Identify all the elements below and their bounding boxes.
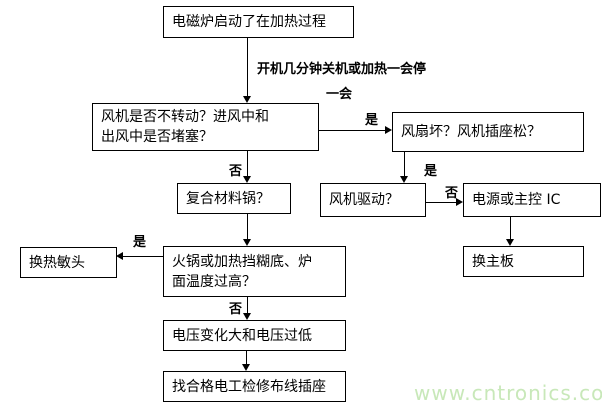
node-start-label: 电磁炉启动了在加热过程 <box>172 14 326 30</box>
arrow-down-icon <box>400 176 408 183</box>
arrow-down-icon <box>243 96 251 103</box>
connector-start-to-fan-check <box>247 38 248 96</box>
node-start: 电磁炉启动了在加热过程 <box>163 6 354 38</box>
node-power-ic-label: 电源或主控 IC <box>472 192 561 208</box>
connector-pot-overheat-to-replace-sensor <box>123 256 163 257</box>
node-replace-board: 换主板 <box>463 246 584 277</box>
connector-voltage-to-electrician <box>246 350 247 364</box>
node-pot-overheat: 火锅或加热挡糊底、炉 面温度过高？ <box>163 246 346 297</box>
connector-fan-drive-to-power-ic <box>425 202 456 203</box>
watermark: www.cntronics.com <box>414 381 602 405</box>
arrow-down-icon <box>243 239 251 246</box>
node-fan-check-line1: 风机是否不转动？进风中和 <box>101 109 269 125</box>
node-composite-pot-label: 复合材料锅？ <box>186 190 270 207</box>
arrow-left-icon <box>116 252 123 260</box>
connector-fan-broken-to-fan-drive <box>404 152 405 176</box>
node-replace-board-label: 换主板 <box>472 253 514 270</box>
edge-label-no-power-ic: 否 <box>445 186 459 201</box>
arrow-right-icon <box>385 126 392 134</box>
node-fan-drive-label: 风机驱动？ <box>329 192 399 208</box>
node-fan-check-line2: 出风中是否堵塞？ <box>101 129 213 145</box>
arrow-down-icon <box>243 313 251 320</box>
connector-pot-overheat-to-voltage <box>247 297 248 313</box>
node-electrician: 找合格电工检修布线插座 <box>163 371 346 402</box>
connector-fan-check-to-fan-broken <box>318 130 385 131</box>
node-fan-check: 风机是否不转动？进风中和 出风中是否堵塞？ <box>92 103 319 151</box>
node-pot-overheat-line1: 火锅或加热挡糊底、炉 <box>172 253 312 270</box>
connector-composite-pot-to-pot-overheat <box>247 213 248 239</box>
node-composite-pot: 复合材料锅？ <box>177 183 291 214</box>
node-replace-sensor: 换热敏头 <box>20 247 117 278</box>
node-voltage-label: 电压变化大和电压过低 <box>172 327 312 344</box>
node-fan-broken-label: 风扇坏？风机插座松？ <box>401 124 541 140</box>
symptom-annotation-line2: 一会 <box>326 87 353 102</box>
node-pot-overheat-line2: 面温度过高？ <box>172 273 256 290</box>
arrow-right-icon <box>456 198 463 206</box>
arrow-down-icon <box>242 364 250 371</box>
edge-label-no-voltage: 否 <box>229 302 243 317</box>
node-voltage: 电压变化大和电压过低 <box>163 320 346 351</box>
edge-label-yes-sensor: 是 <box>133 235 147 250</box>
edge-label-yes-fan-drive: 是 <box>424 164 438 179</box>
node-fan-drive: 风机驱动？ <box>320 183 426 217</box>
edge-label-no-composite: 否 <box>229 164 243 179</box>
connector-fan-check-to-composite-pot <box>247 151 248 176</box>
arrow-down-icon <box>506 239 514 246</box>
node-replace-sensor-label: 换热敏头 <box>29 254 85 271</box>
symptom-annotation-line1: 开机几分钟关机或加热一会停 <box>257 62 427 77</box>
arrow-down-icon <box>243 176 251 183</box>
node-electrician-label: 找合格电工检修布线插座 <box>172 378 326 395</box>
node-fan-broken: 风扇坏？风机插座松？ <box>392 112 584 152</box>
edge-label-yes-fan-broken: 是 <box>365 113 379 128</box>
node-power-ic: 电源或主控 IC <box>463 183 601 217</box>
connector-power-ic-to-replace-board <box>510 217 511 239</box>
